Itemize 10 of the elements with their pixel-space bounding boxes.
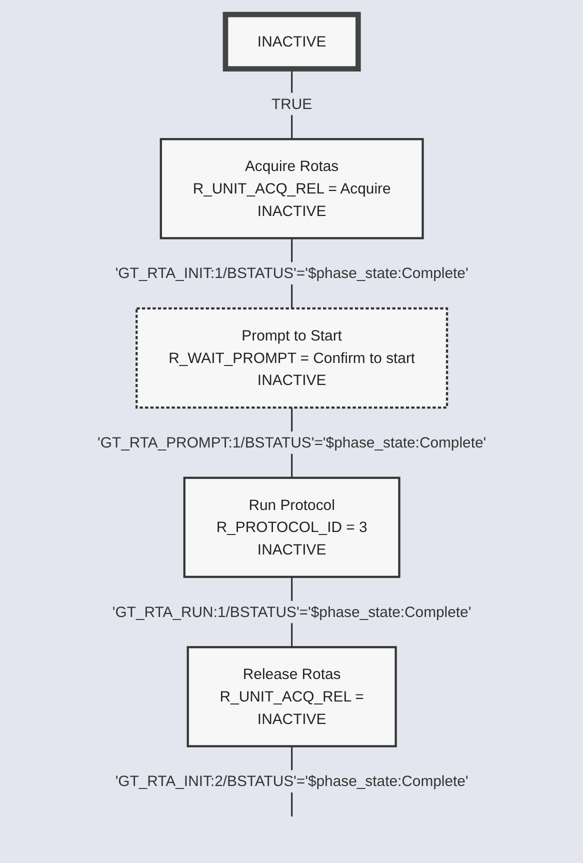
edge-label: 'GT_RTA_INIT:2/BSTATUS'='$phase_state:Complete' [115,772,468,790]
node-box: Acquire Rotas R_UNIT_ACQ_REL = Acquire INACTIVE [160,138,424,240]
edge-label: TRUE [271,94,312,112]
node-box: Prompt to Start R_WAIT_PROMPT = Confirm to start INACTIVE [135,307,448,409]
node-box: INACTIVE [222,12,360,72]
node-box: Run Protocol R_PROTOCOL_ID = 3 INACTIVE [183,476,400,578]
edge-label: 'GT_RTA_INIT:1/BSTATUS'='$phase_state:Complete' [115,264,468,282]
node-box: Release Rotas R_UNIT_ACQ_REL = INACTIVE [186,646,397,748]
edge-label: 'GT_RTA_RUN:1/BSTATUS'='$phase_state:Complete' [112,602,471,620]
edge-label: 'GT_RTA_PROMPT:1/BSTATUS'='$phase_state:Complete' [97,434,486,451]
